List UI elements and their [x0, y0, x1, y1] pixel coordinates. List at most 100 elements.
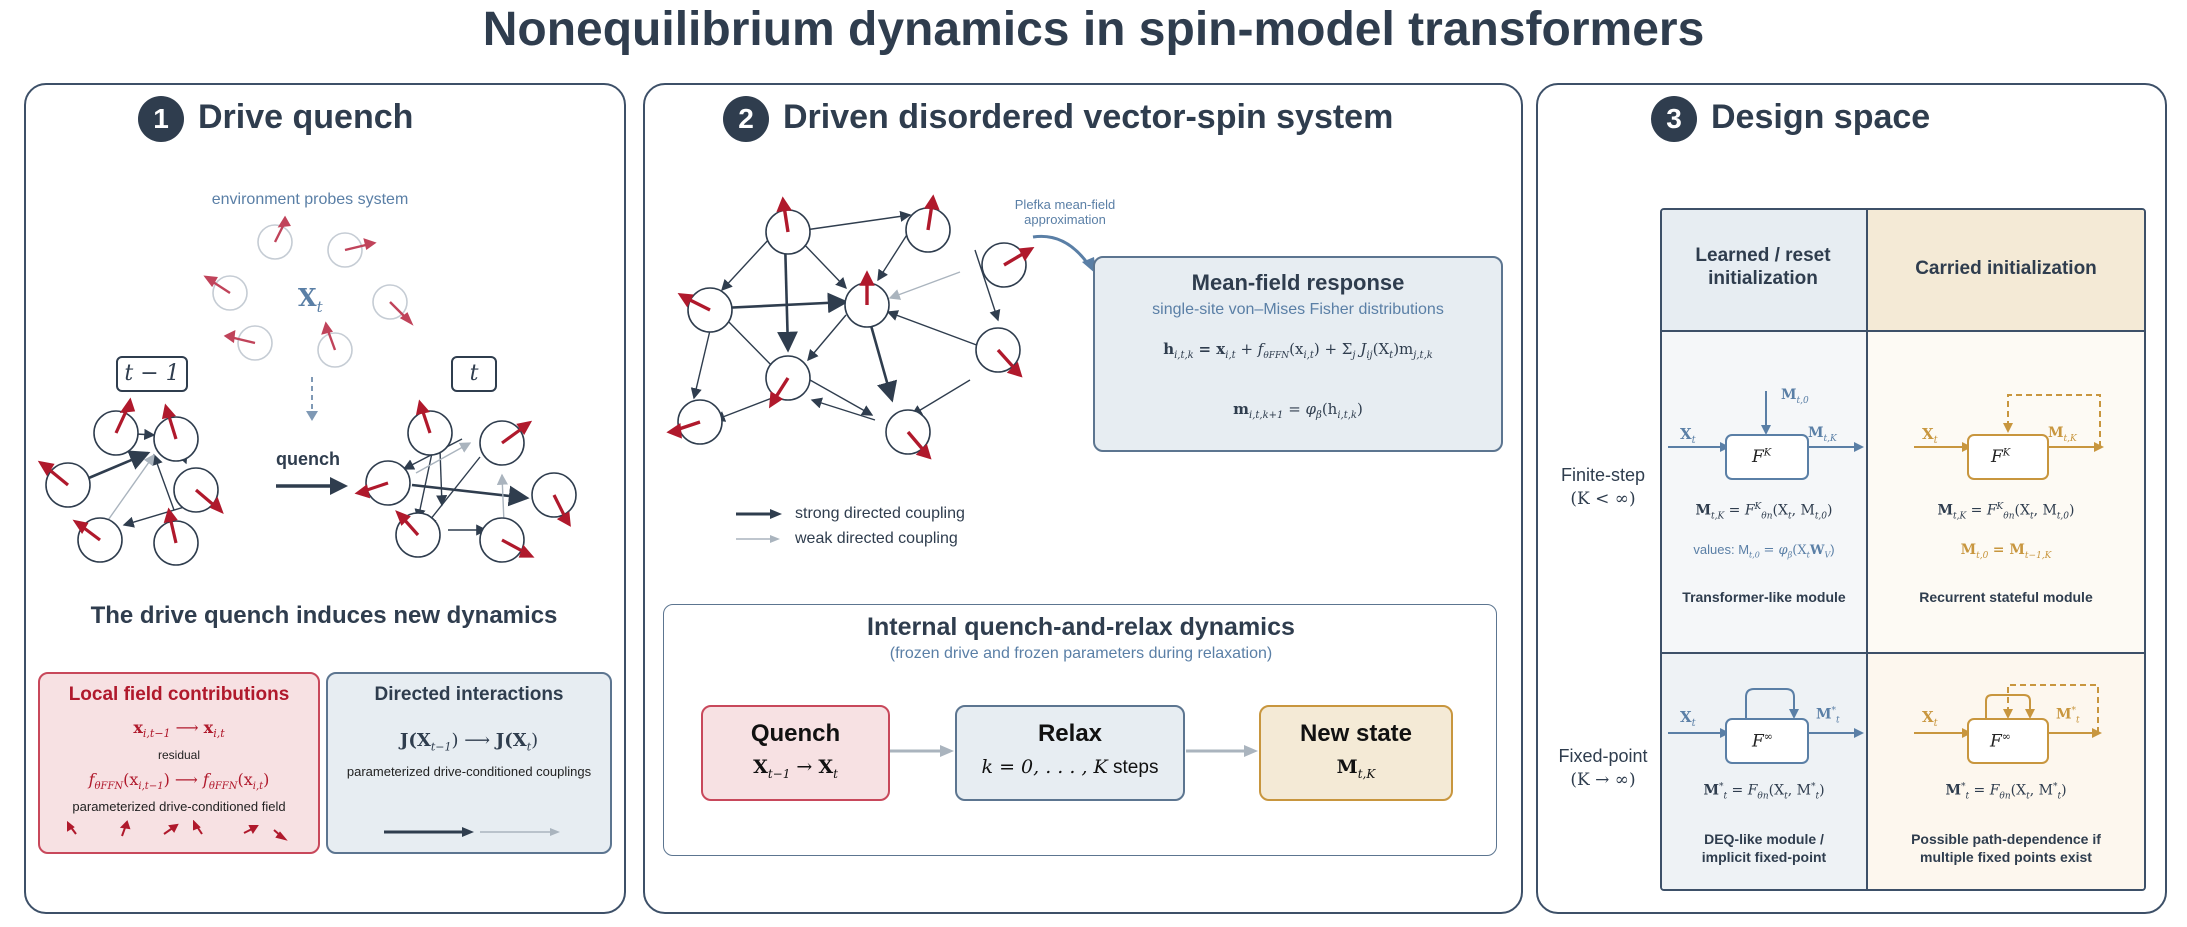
cell-a-bg: [1662, 332, 1866, 652]
grid-vline: [1866, 210, 1868, 889]
panel3-badge: 3: [1651, 96, 1697, 142]
panel1-heading-text: Drive quench: [198, 97, 414, 136]
directed-title: Directed interactions: [374, 684, 564, 705]
internal-subtitle: (frozen drive and frozen parameters duri…: [889, 645, 1273, 662]
cell-c-xt: Xt: [1680, 708, 1696, 729]
cell-d-caption: Possible path-dependence if multiple fix…: [1911, 831, 2101, 865]
spin-network-cur: [354, 399, 577, 563]
col2-header-bg: [1868, 210, 2144, 330]
local-field-box: [38, 672, 320, 854]
col1-header: Learned / reset initialization: [1695, 245, 1831, 289]
cell-c-bg: [1662, 654, 1866, 889]
quench-stage-eq: Xt−1 → Xt: [753, 756, 838, 781]
panel1-subtitle: The drive quench induces new dynamics: [90, 602, 558, 629]
local-field-caption: parameterized drive-conditioned field: [72, 799, 286, 814]
cell-d-out: M*t: [2056, 706, 2080, 726]
directed-interactions-box: [326, 672, 612, 854]
time-cur-label: t: [451, 356, 497, 392]
cell-b-F: FK: [1991, 447, 2011, 467]
col1-header-bg: [1662, 210, 1866, 330]
col2-header: Carried initialization: [1915, 258, 2097, 279]
env-label: environment probes system: [211, 191, 409, 208]
cell-a-xt: Xt: [1680, 425, 1696, 446]
design-grid: [1660, 208, 2146, 891]
plefka-label: Plefka mean-field approximation: [1014, 197, 1116, 227]
cell-a-caption: Transformer-like module: [1682, 589, 1846, 605]
cell-c-diagram: [1668, 688, 1864, 764]
legend-weak-label: weak directed coupling: [795, 530, 958, 547]
x-t-label: Xt: [298, 283, 323, 316]
row2-cond: (K → ∞): [1570, 770, 1636, 790]
new-state-box: [1259, 705, 1453, 801]
env-down-arrow: [306, 377, 318, 421]
cell-b-carry: Mt,0 = Mt−1,K: [1960, 542, 2052, 561]
cell-c-out: M*t: [1816, 706, 1840, 726]
environment-spins: [203, 215, 414, 368]
row2-label: Fixed-point: [1558, 746, 1648, 766]
figure-title: Nonequilibrium dynamics in spin-model tr…: [482, 3, 1705, 56]
directed-caption: parameterized drive-conditioned coupling…: [346, 764, 592, 779]
mean-field-subtitle: single-site von–Mises Fisher distributio…: [1152, 301, 1444, 318]
cell-a-out: Mt,K: [1808, 425, 1837, 444]
panel3-heading-text: Design space: [1711, 97, 1931, 136]
new-state-title: New state: [1299, 720, 1413, 747]
mean-field-eq2: mi,t,k+1 = φβ(hi,t,k): [1233, 400, 1363, 421]
plefka-arrow: [1032, 234, 1096, 274]
disordered-spin-network: [666, 194, 1035, 460]
cell-a-eq: Mt,K = FKθn(Xt, Mt,0): [1695, 502, 1833, 522]
cell-c-eq: M*t = Fθn(Xt, M*t): [1703, 782, 1825, 802]
local-field-eq1: xi,t−1 ⟶ xi,t: [133, 718, 225, 741]
cell-d-eq: M*t = Fθn(Xt, M*t): [1945, 782, 2067, 802]
cell-a-values: values: Mt,0 = φβ(XtWV): [1693, 542, 1835, 560]
local-field-title: Local field contributions: [68, 684, 290, 705]
cell-d-bg: [1868, 654, 2144, 889]
cell-d-diagram: [1914, 684, 2102, 764]
internal-title: Internal quench-and-relax dynamics: [867, 613, 1295, 641]
time-prev-label: t − 1: [116, 356, 188, 392]
row1-cond: (K < ∞): [1570, 489, 1636, 509]
panel1-heading: 1 Drive quench: [138, 96, 413, 142]
quench-stage-title: Quench: [750, 720, 841, 747]
spin-network-prev: [37, 397, 224, 566]
new-state-eq: Mt,K: [1336, 756, 1376, 781]
mean-field-box: [1093, 256, 1503, 452]
cell-b-caption: Recurrent stateful module: [1919, 589, 2093, 605]
cell-b-bg: [1868, 332, 2144, 652]
grid-hline-1: [1662, 330, 2144, 332]
local-field-eq2: fθFFN(xi,t−1) ⟶ fθFFN(xi,t): [88, 770, 270, 793]
coupling-samples: [384, 827, 560, 837]
arrow-relax-new: [1186, 745, 1258, 757]
legend-strong-label: strong directed coupling: [795, 505, 965, 522]
directed-eq: J(Xt−1) ⟶ J(Xt): [399, 730, 539, 754]
quench-arrow: [276, 477, 348, 495]
relax-stage-box: [955, 705, 1185, 801]
cell-c-caption: DEQ-like module / implicit fixed-point: [1701, 831, 1827, 865]
legend-weak-line: [736, 535, 780, 543]
panel2-heading: 2 Driven disordered vector-spin system: [723, 96, 1393, 142]
cell-a-m0: Mt,0: [1781, 387, 1809, 406]
row1-label: Finite-step: [1560, 465, 1646, 485]
panel3-heading: 3 Design space: [1651, 96, 1930, 142]
panel2-heading-text: Driven disordered vector-spin system: [783, 97, 1394, 136]
quench-stage-box: [701, 705, 890, 801]
mean-field-eq1: hi,t,k = xi,t + fθFFN(xi,t) + Σj Jij(Xt)…: [1163, 340, 1433, 361]
panel2-badge: 2: [723, 96, 769, 142]
relax-stage-eq: k = 0, . . . , K steps: [981, 756, 1159, 778]
cell-d-F: F∞: [1990, 730, 2011, 752]
panel1-badge: 1: [138, 96, 184, 142]
mean-field-title: Mean-field response: [1191, 270, 1405, 295]
cell-c-F: F∞: [1752, 730, 1773, 752]
cell-b-diagram: [1914, 394, 2104, 480]
cell-b-eq: Mt,K = FKθn(Xt, Mt,0): [1937, 502, 2075, 522]
legend-strong-line: [736, 509, 782, 519]
quench-label: quench: [276, 449, 341, 469]
cell-b-out: Mt,K: [2048, 425, 2077, 444]
cell-d-xt: Xt: [1922, 708, 1938, 729]
grid-hline-2: [1662, 652, 2144, 654]
cell-b-xt: Xt: [1922, 425, 1938, 446]
field-arrows-row: [67, 820, 288, 841]
arrow-quench-relax: [890, 745, 954, 757]
residual-label: residual: [157, 748, 201, 762]
cell-a-diagram: [1668, 391, 1864, 480]
relax-stage-title: Relax: [1037, 720, 1103, 747]
